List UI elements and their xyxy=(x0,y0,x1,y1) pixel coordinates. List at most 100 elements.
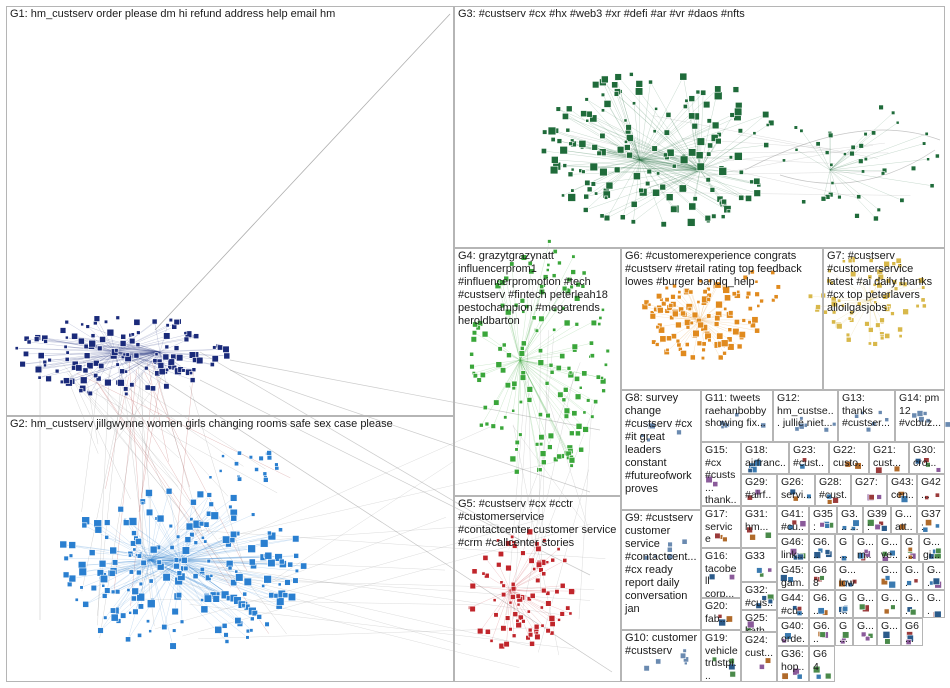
group-box-g46: G46: link... xyxy=(777,534,809,562)
group-label: G21: cust... xyxy=(873,444,906,469)
group-label: G9: #custserv customer service #contactc… xyxy=(625,512,698,616)
group-box-g3: G3: #custserv #cx #hx #web3 #xr #defi #a… xyxy=(454,6,945,248)
group-label: G... xyxy=(857,592,874,605)
group-label: G6... xyxy=(813,620,832,645)
group-label: G14: pm 12 #vcbuz... xyxy=(899,392,942,430)
group-label: G... xyxy=(905,564,920,589)
group-box-g39: G39: cus... xyxy=(863,506,891,534)
group-label: G15: #cx #custs... thank... xyxy=(705,444,738,506)
group-label: G... xyxy=(881,620,898,633)
group-label: G68 xyxy=(813,564,832,589)
group-box-g30: G30: cro... xyxy=(909,442,945,474)
group-label: G6... xyxy=(905,620,920,645)
group-box-g27: G27: xyxy=(851,474,887,506)
group-box-gm13: G... xyxy=(877,590,901,618)
group-box-gm9: G... xyxy=(877,562,901,590)
group-label: G3: #custserv #cx #hx #web3 #xr #defi #a… xyxy=(458,8,942,21)
group-box-g6x2: G6... xyxy=(809,590,835,618)
group-box-g26: G26: servi... xyxy=(777,474,815,506)
group-label: G26: servi... xyxy=(781,476,812,501)
group-label: G43: cen... xyxy=(891,476,914,506)
group-box-g35: G35: #c... xyxy=(809,506,837,534)
group-box-gm16: G... xyxy=(835,618,853,646)
group-label: G17: service custo... xyxy=(705,508,738,548)
group-label: G... xyxy=(927,592,942,617)
group-box-g17: G17: service custo... xyxy=(701,506,741,548)
group-box-g14: G14: pm 12 #vcbuz... xyxy=(895,390,945,442)
group-label: G... ... xyxy=(905,536,916,562)
group-box-gm5: G... gi... xyxy=(919,534,945,562)
group-box-g42: G42 ... xyxy=(917,474,945,506)
group-box-g25: G25: kath... xyxy=(741,610,777,632)
group-label: G24: cust... xyxy=(745,634,774,659)
group-label: G... m... xyxy=(857,536,874,562)
group-label: G45: gam... xyxy=(781,564,806,590)
group-box-g38: G3... ... xyxy=(837,506,863,534)
group-box-g29: G29: #airf... xyxy=(741,474,777,506)
group-label: G46: link... xyxy=(781,536,806,561)
group-label: G7: #custserv #customerservice latest #a… xyxy=(827,250,942,315)
group-box-gm18: G... xyxy=(877,618,901,646)
group-label: G22: custo... xyxy=(833,444,866,474)
group-box-g28: G28: #cust... xyxy=(815,474,851,506)
group-label: G1: hm_custserv order please dm hi refun… xyxy=(10,8,451,21)
group-label: G10: customer #custserv xyxy=(625,632,698,658)
group-box-g12: G12: hm_custse... jullie niet... xyxy=(773,390,838,442)
group-box-g37: G37: am... xyxy=(917,506,945,534)
group-box-g1: G1: hm_custserv order please dm hi refun… xyxy=(6,6,454,416)
group-box-gm15: G... xyxy=(923,590,945,618)
group-label: G18: airfranc... xyxy=(745,444,786,474)
group-box-g6x3: G6... xyxy=(809,618,835,646)
group-label: G... xyxy=(839,536,850,561)
group-box-g5: G5: #custserv #cx #cctr #customerservice… xyxy=(454,496,621,682)
group-label: G30: cro... xyxy=(913,444,942,469)
group-box-g8: G8: survey change #custserv #cx #it grea… xyxy=(621,390,701,510)
group-box-g19: G19: vehicle trustpi... xyxy=(701,630,741,682)
group-label: G16: tacobell corp... xyxy=(705,550,738,598)
group-box-gm14: G... xyxy=(901,590,923,618)
group-box-g2: G2: hm_custserv jillgwynne women girls c… xyxy=(6,416,454,682)
group-label: G... xyxy=(905,592,920,617)
group-box-gm10: G... xyxy=(901,562,923,590)
group-box-g6x1: G6... xyxy=(809,534,835,562)
group-label: G6... xyxy=(813,592,832,617)
group-label: G... gi... xyxy=(923,536,942,561)
group-box-g41: G41: #cu... xyxy=(777,506,809,534)
group-label: G3... ... xyxy=(841,508,860,533)
group-box-gm17: G... xyxy=(853,618,877,646)
group-box-g6x4: G6... xyxy=(901,618,923,646)
group-box-gm7: G... #... xyxy=(923,562,945,590)
group-label: G4: grazytgrazynatt influencerprom1 #inf… xyxy=(458,250,618,328)
group-label: G32: #cus... xyxy=(745,584,774,610)
group-label: G27: xyxy=(855,476,884,489)
group-box-gm11: G... xyxy=(835,590,853,618)
group-box-g16: G16: tacobell corp... xyxy=(701,548,741,598)
group-label: G25: kath... xyxy=(745,612,774,632)
group-label: G... low cu... xyxy=(839,564,874,590)
group-box-g68: G68 xyxy=(809,562,835,590)
group-label: G64 xyxy=(813,648,832,673)
node xyxy=(945,422,950,427)
group-box-gm4: G... ve... xyxy=(877,534,901,562)
group-box-g31: G31: hm... xyxy=(741,506,777,548)
group-box-g32: G32: #cus... xyxy=(741,582,777,610)
group-label: G19: vehicle trustpi... xyxy=(705,632,738,682)
group-box-g40: G40: orde... xyxy=(777,618,809,646)
group-label: G13: thanks #custser... xyxy=(842,392,892,430)
group-label: G20: fab... xyxy=(705,600,738,625)
group-label: G... att... xyxy=(895,508,914,534)
group-box-g33: G33 xyxy=(741,548,777,582)
group-label: G36: hop... xyxy=(781,648,806,682)
group-label: G41: #cu... xyxy=(781,508,806,534)
group-label: G37: am... xyxy=(921,508,942,534)
group-box-g44: G44: #cu... xyxy=(777,590,809,618)
group-box-gm1: G... xyxy=(835,534,853,562)
group-label: G11: tweets raehanbobby showing fix... xyxy=(705,392,770,430)
group-box-g21: G21: cust... xyxy=(869,442,909,474)
group-box-g7: G7: #custserv #customerservice latest #a… xyxy=(823,248,945,390)
group-box-g43: G43: cen... xyxy=(887,474,917,506)
group-box-g13: G13: thanks #custser... xyxy=(838,390,895,442)
group-label: G35: #c... xyxy=(813,508,834,534)
group-box-gm8: G... ... xyxy=(901,534,919,562)
